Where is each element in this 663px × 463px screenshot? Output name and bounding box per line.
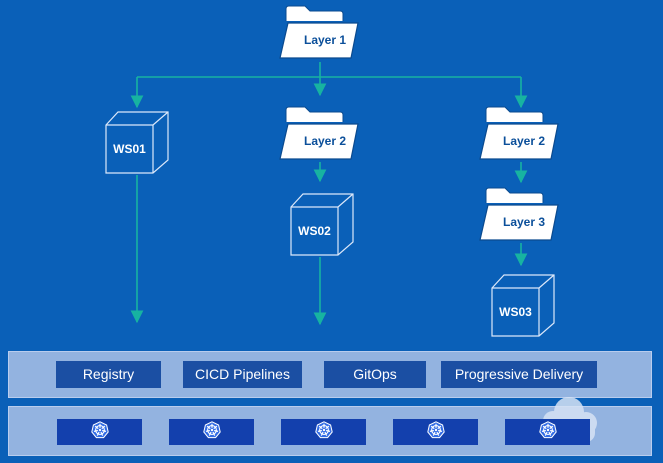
cube-icon-ws01 [105, 111, 169, 174]
kubernetes-helm-icon [426, 420, 445, 444]
service-registry[interactable]: Registry [56, 361, 161, 388]
cluster-box-4[interactable] [393, 419, 478, 445]
folder-icon-layer2-middle [279, 106, 359, 160]
workspace-label-ws02: WS02 [298, 224, 331, 238]
cluster-box-1[interactable] [57, 419, 142, 445]
kubernetes-helm-icon [202, 420, 221, 444]
service-cicd-pipelines[interactable]: CICD Pipelines [183, 361, 302, 388]
folder-label-layer3: Layer 3 [502, 215, 546, 229]
kubernetes-helm-icon [538, 420, 557, 444]
workspace-label-ws03: WS03 [499, 305, 532, 319]
kubernetes-helm-icon [314, 420, 333, 444]
workspace-label-ws01: WS01 [113, 142, 146, 156]
folder-icon-layer2-right [479, 106, 559, 160]
folder-label-layer2-right: Layer 2 [502, 134, 546, 148]
folder-label-layer1: Layer 1 [303, 33, 347, 47]
cluster-box-3[interactable] [281, 419, 366, 445]
service-gitops[interactable]: GitOps [324, 361, 426, 388]
folder-icon-layer1 [279, 5, 359, 59]
folder-icon-layer3 [479, 187, 559, 241]
cube-icon-ws03 [491, 274, 555, 337]
connectors [130, 62, 528, 326]
kubernetes-helm-icon [90, 420, 109, 444]
service-progressive-delivery[interactable]: Progressive Delivery [441, 361, 597, 388]
cluster-box-5[interactable] [505, 419, 590, 445]
cube-icon-ws02 [290, 193, 354, 256]
cluster-box-2[interactable] [169, 419, 254, 445]
folder-label-layer2-middle: Layer 2 [303, 134, 347, 148]
